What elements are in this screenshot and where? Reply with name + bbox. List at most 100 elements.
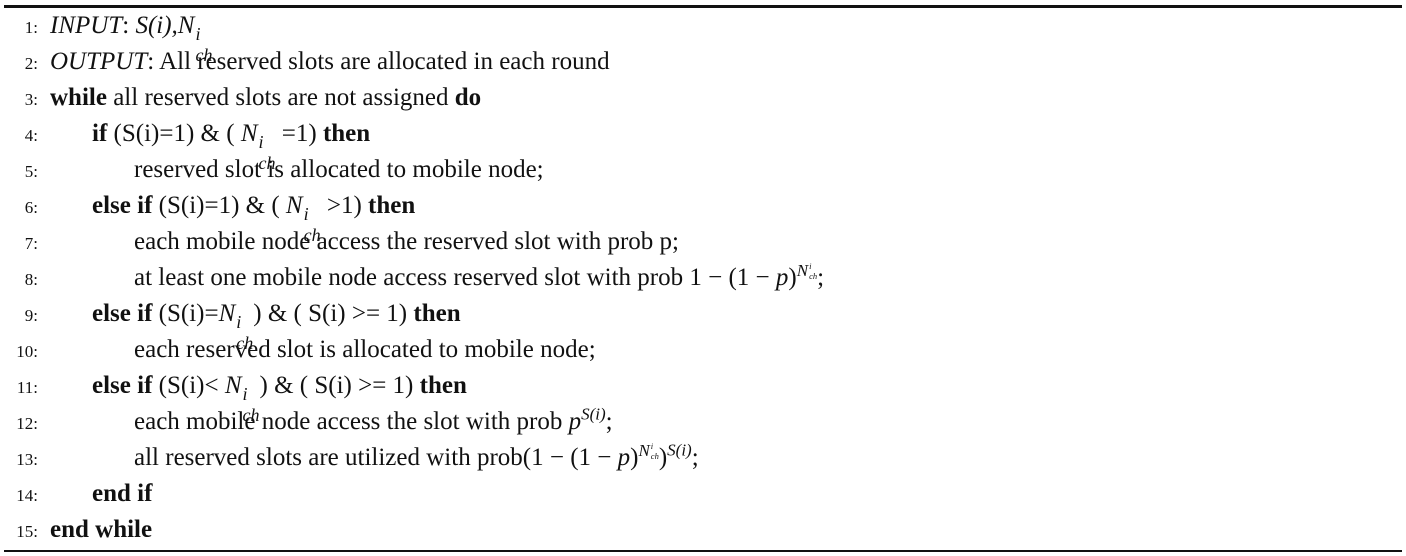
keyword-else-if: else if xyxy=(92,372,153,399)
n-subscript: ch xyxy=(242,404,260,425)
p-symbol: p xyxy=(617,444,631,471)
n-symbol: N xyxy=(285,192,303,219)
keyword-end-if: end if xyxy=(92,480,153,507)
n-symbol: N xyxy=(177,12,195,39)
line-code: each mobile node access the reserved slo… xyxy=(134,228,679,255)
keyword-then: then xyxy=(413,300,461,327)
outer-exponent: S(i) xyxy=(667,440,692,460)
line-number: 13: xyxy=(16,450,38,469)
input-label: INPUT xyxy=(50,12,123,39)
line-number: 1: xyxy=(24,18,38,37)
algorithm-line-15: 15: end while xyxy=(0,512,1406,548)
condition-start: (S(i)= xyxy=(152,300,219,327)
statement-text: at least one mobile node access reserved… xyxy=(134,264,776,291)
keyword-do: do xyxy=(454,84,482,111)
n-subscript: ch xyxy=(303,224,321,245)
line-number: 12: xyxy=(16,414,38,433)
loop-condition: all reserved slots are not assigned xyxy=(106,84,455,111)
keyword-while: while xyxy=(50,84,107,111)
bottom-rule xyxy=(4,550,1402,552)
condition-start: (S(i)< xyxy=(152,372,225,399)
line-number: 8: xyxy=(24,270,38,289)
n-superscript: i xyxy=(242,383,248,404)
exponent: S(i) xyxy=(581,404,606,424)
line-code: OUTPUT: All reserved slots are allocated… xyxy=(50,44,610,80)
line-code: each mobile node access the slot with pr… xyxy=(134,404,613,440)
n-superscript: i xyxy=(236,311,242,332)
n-subscript: ch xyxy=(258,152,276,173)
line-number: 4: xyxy=(24,126,38,145)
condition-end: >1) xyxy=(320,192,369,219)
line-code: all reserved slots are utilized with pro… xyxy=(134,440,699,476)
n-superscript: i xyxy=(195,23,201,44)
algorithm-line-14: 14: end if xyxy=(0,476,1406,512)
line-end: ; xyxy=(817,264,825,291)
algorithm-line-3: 3: while all reserved slots are not assi… xyxy=(0,80,1406,116)
n-superscript: i xyxy=(650,441,654,452)
keyword-else-if: else if xyxy=(92,300,153,327)
line-number: 9: xyxy=(24,306,38,325)
keyword-if: if xyxy=(92,120,108,147)
condition-end: ) & ( S(i) >= 1) xyxy=(259,372,420,399)
condition-end: ) & ( S(i) >= 1) xyxy=(253,300,414,327)
line-code: each reserved slot is allocated to mobil… xyxy=(134,336,596,363)
line-number: 7: xyxy=(24,234,38,253)
n-symbol: N xyxy=(796,260,809,280)
statement-text: each mobile node access the slot with pr… xyxy=(134,408,569,435)
n-symbol: N xyxy=(638,440,650,460)
algorithm-line-12: 12: each mobile node access the slot wit… xyxy=(0,404,1406,440)
condition-end: =1) xyxy=(275,120,323,147)
top-rule xyxy=(4,5,1402,8)
line-number: 14: xyxy=(16,486,38,505)
line-number: 3: xyxy=(24,90,38,109)
algorithm-line-2: 2: OUTPUT: All reserved slots are alloca… xyxy=(0,44,1406,80)
line-number: 5: xyxy=(24,162,38,181)
line-number: 10: xyxy=(16,342,38,361)
keyword-then: then xyxy=(419,372,467,399)
line-number: 11: xyxy=(16,378,38,397)
output-label: OUTPUT xyxy=(50,48,148,75)
output-text: : All reserved slots are allocated in ea… xyxy=(147,48,610,75)
input-args: S(i), xyxy=(135,12,178,39)
n-symbol: N xyxy=(240,120,258,147)
line-end: ; xyxy=(691,444,699,471)
n-symbol: N xyxy=(224,372,242,399)
keyword-else-if: else if xyxy=(92,192,153,219)
n-superscript: i xyxy=(809,261,812,272)
line-number: 6: xyxy=(24,198,38,217)
line-code: at least one mobile node access reserved… xyxy=(134,260,824,296)
line-end: ; xyxy=(605,408,613,435)
line-number: 2: xyxy=(24,54,38,73)
algorithm-line-10: 10: each reserved slot is allocated to m… xyxy=(0,332,1406,368)
n-subscript: ch xyxy=(195,44,213,65)
n-superscript: i xyxy=(258,131,264,152)
n-subscript: ch xyxy=(236,332,254,353)
condition-start: (S(i)=1) & ( xyxy=(107,120,241,147)
keyword-end-while: end while xyxy=(50,516,153,543)
p-symbol: p xyxy=(568,408,582,435)
n-subscript: ch xyxy=(650,451,659,462)
keyword-then: then xyxy=(322,120,371,147)
line-code: reserved slot is allocated to mobile nod… xyxy=(134,156,544,183)
close-paren: ) xyxy=(630,444,639,471)
algorithm-line-8: 8: at least one mobile node access reser… xyxy=(0,260,1406,296)
keyword-then: then xyxy=(368,192,416,219)
algorithm-line-13: 13: all reserved slots are utilized with… xyxy=(0,440,1406,476)
n-superscript: i xyxy=(303,203,309,224)
n-symbol: N xyxy=(218,300,236,327)
